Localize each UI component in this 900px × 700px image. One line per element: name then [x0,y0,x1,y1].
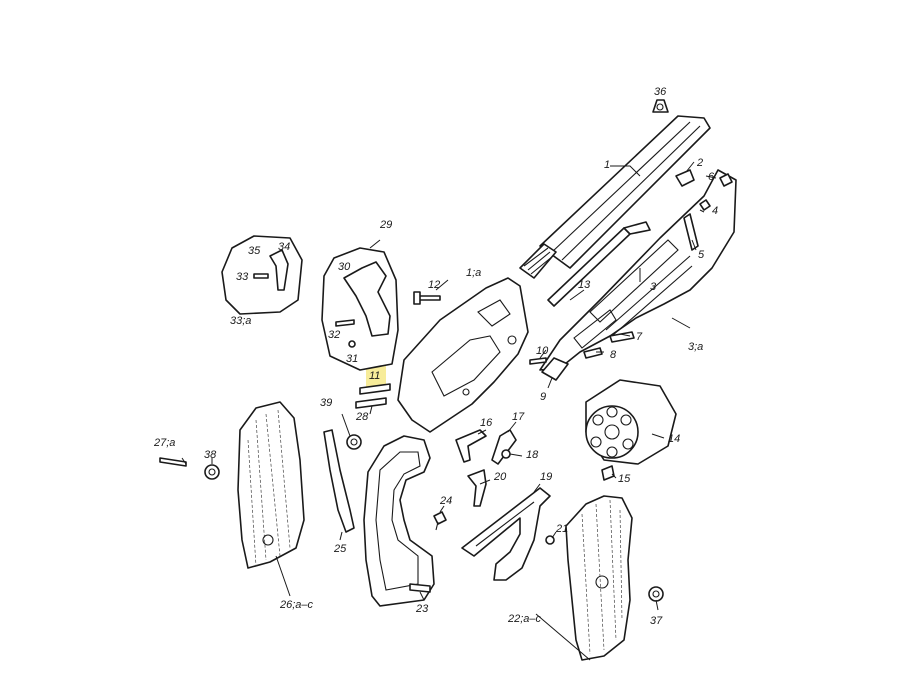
inset-33a-group [221,235,303,315]
label-19: 19 [540,471,552,483]
label-28: 28 [355,411,369,423]
label-1a: 1;a [466,267,481,279]
label-36: 36 [654,86,667,98]
label-23: 23 [415,603,429,615]
part-4-pin [699,199,711,211]
label-24: 24 [439,495,452,507]
part-10-pin [529,357,547,365]
part-22-right-grip [565,495,633,661]
part-39-ring [346,434,362,450]
label-38: 38 [204,449,217,461]
label-25: 25 [333,543,347,555]
label-10: 10 [536,345,549,357]
part-1-barrel [519,115,711,279]
label-18: 18 [526,449,539,461]
part-19-trigger-guard [461,487,551,581]
part-27a-screw [159,457,187,467]
label-33: 33 [236,271,249,283]
label-9: 9 [540,391,546,403]
part-26-left-grip [237,401,305,569]
label-34: 34 [278,241,290,253]
label-20: 20 [493,471,507,483]
part-37-nut [648,586,664,602]
label-26: 26;a–c [279,599,314,611]
part-23-screw [409,583,431,593]
label-5: 5 [698,249,705,261]
label-29: 29 [379,219,392,231]
inset-29-hammer-group [321,247,399,371]
label-30: 30 [338,261,351,273]
label-12: 12 [428,279,440,291]
label-32: 32 [328,329,340,341]
part-18-screw [501,449,511,459]
label-37: 37 [650,615,663,627]
label-22: 22;a–c [507,613,542,625]
label-8: 8 [610,349,617,361]
label-3a: 3;a [688,341,703,353]
part-5-plunger [683,213,699,251]
part-28-screw [355,397,387,409]
label-13: 13 [578,279,591,291]
part-grip-frame [363,435,435,607]
part-9-loading-plunger [541,357,569,381]
label-21: 21 [555,523,568,535]
label-3: 3 [650,281,657,293]
part-17-bolt [491,429,517,465]
label-16: 16 [480,417,493,429]
part-2-wedge [675,169,695,187]
label-14: 14 [668,433,680,445]
label-17: 17 [512,411,525,423]
label-33a: 33;a [230,315,251,327]
part-25-spring [323,429,355,533]
label-7: 7 [636,331,643,343]
part-13-loading-rod [547,221,651,307]
label-27a: 27;a [153,437,175,449]
part-24-screw [433,511,447,531]
part-15-nipple [601,465,615,481]
part-20-trigger [467,469,487,507]
part-16-hand [455,429,487,463]
leader-lines [181,161,717,661]
part-6-screw [719,173,733,187]
part-11-screw [359,383,391,395]
part-36-front-sight [652,99,669,113]
part-8-pin [583,347,603,359]
part-labels: 36 1 2 6 4 5 3 3;a 7 8 13 1;a 12 10 9 14… [153,86,718,627]
part-7-pin [609,331,635,343]
label-11: 11 [369,370,380,382]
label-31: 31 [346,353,358,365]
label-2: 2 [696,157,703,169]
part-12-screw [413,291,441,305]
label-15: 15 [618,473,631,485]
label-39: 39 [320,397,332,409]
label-6: 6 [708,171,715,183]
part-14-cylinder [585,379,677,465]
label-4: 4 [712,205,718,217]
part-38-nut [204,464,220,480]
label-1: 1 [604,159,610,171]
label-35: 35 [248,245,261,257]
part-1a-frame [397,277,529,433]
